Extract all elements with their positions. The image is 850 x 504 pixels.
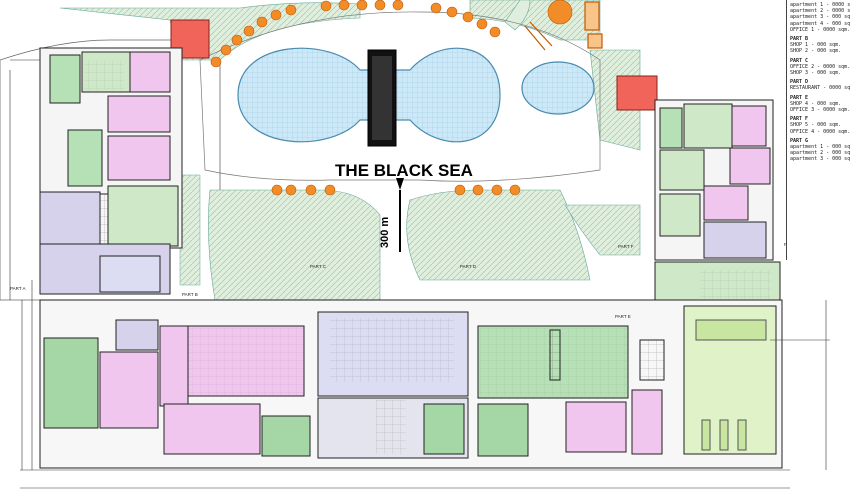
- legend-line: OFFICE 4 - 0000 sqm.: [790, 128, 850, 135]
- legend-heading: PART D: [790, 79, 809, 86]
- part-label-d: PART D: [460, 264, 477, 269]
- legend-line: RESTAURANT - 0000 sqm.: [790, 85, 850, 92]
- page-title: THE BLACK SEA: [335, 161, 473, 180]
- legend-line: apartment 3 - 000 sqm.: [790, 14, 850, 21]
- building-right-wing: [654, 99, 781, 307]
- area-legend: apartment 1 - 0000 sqm.apartment 2 - 000…: [786, 0, 850, 260]
- legend-line: OFFICE 1 - 0000 sqm.: [790, 26, 850, 33]
- legend-line: OFFICE 3 - 0000 sqm.: [790, 107, 850, 114]
- legend-heading: PART B: [790, 36, 809, 43]
- legend-heading: PART G: [790, 137, 809, 144]
- part-label-b: PART B: [182, 292, 198, 297]
- legend-line: SHOP 2 - 000 sqm.: [790, 48, 842, 55]
- legend-line: SHOP 4 - 000 sqm.: [790, 100, 842, 107]
- dimension-lines: [9, 59, 830, 489]
- legend-line: apartment 2 - 0000 sqm.: [790, 8, 850, 15]
- part-label-a: PART A: [10, 286, 26, 291]
- distance-label: 300 m: [379, 217, 391, 248]
- legend-heading: PART E: [790, 94, 809, 101]
- legend-line: SHOP 3 - 000 sqm.: [790, 70, 842, 77]
- building-ground-floor: [39, 299, 783, 469]
- part-label-e: PART E: [615, 314, 631, 319]
- legend-heading: PART F: [790, 116, 809, 123]
- tower-roof-right: [616, 75, 658, 111]
- legend-line: OFFICE 2 - 0000 sqm.: [790, 63, 850, 70]
- legend-line: SHOP 1 - 000 sqm.: [790, 42, 842, 49]
- part-label-c: PART C: [310, 264, 327, 269]
- legend-heading: PART C: [790, 57, 809, 64]
- playground: [524, 1, 603, 51]
- legend-line: apartment 1 - 000 sqm.: [790, 144, 850, 151]
- pools: [237, 47, 595, 147]
- legend-line: apartment 2 - 000 sqm.: [790, 150, 850, 157]
- part-label-f: PART F: [618, 244, 634, 249]
- title-group: [396, 178, 404, 252]
- legend-line: apartment 1 - 0000 sqm.: [790, 2, 850, 8]
- legend-line: apartment 4 - 000 sqm.: [790, 20, 850, 27]
- building-left-wing: [39, 47, 183, 295]
- legend-line: apartment 3 - 000 sqm.: [790, 156, 850, 163]
- umbrellas: [210, 0, 573, 196]
- legend-line: SHOP 5 - 000 sqm.: [790, 122, 842, 129]
